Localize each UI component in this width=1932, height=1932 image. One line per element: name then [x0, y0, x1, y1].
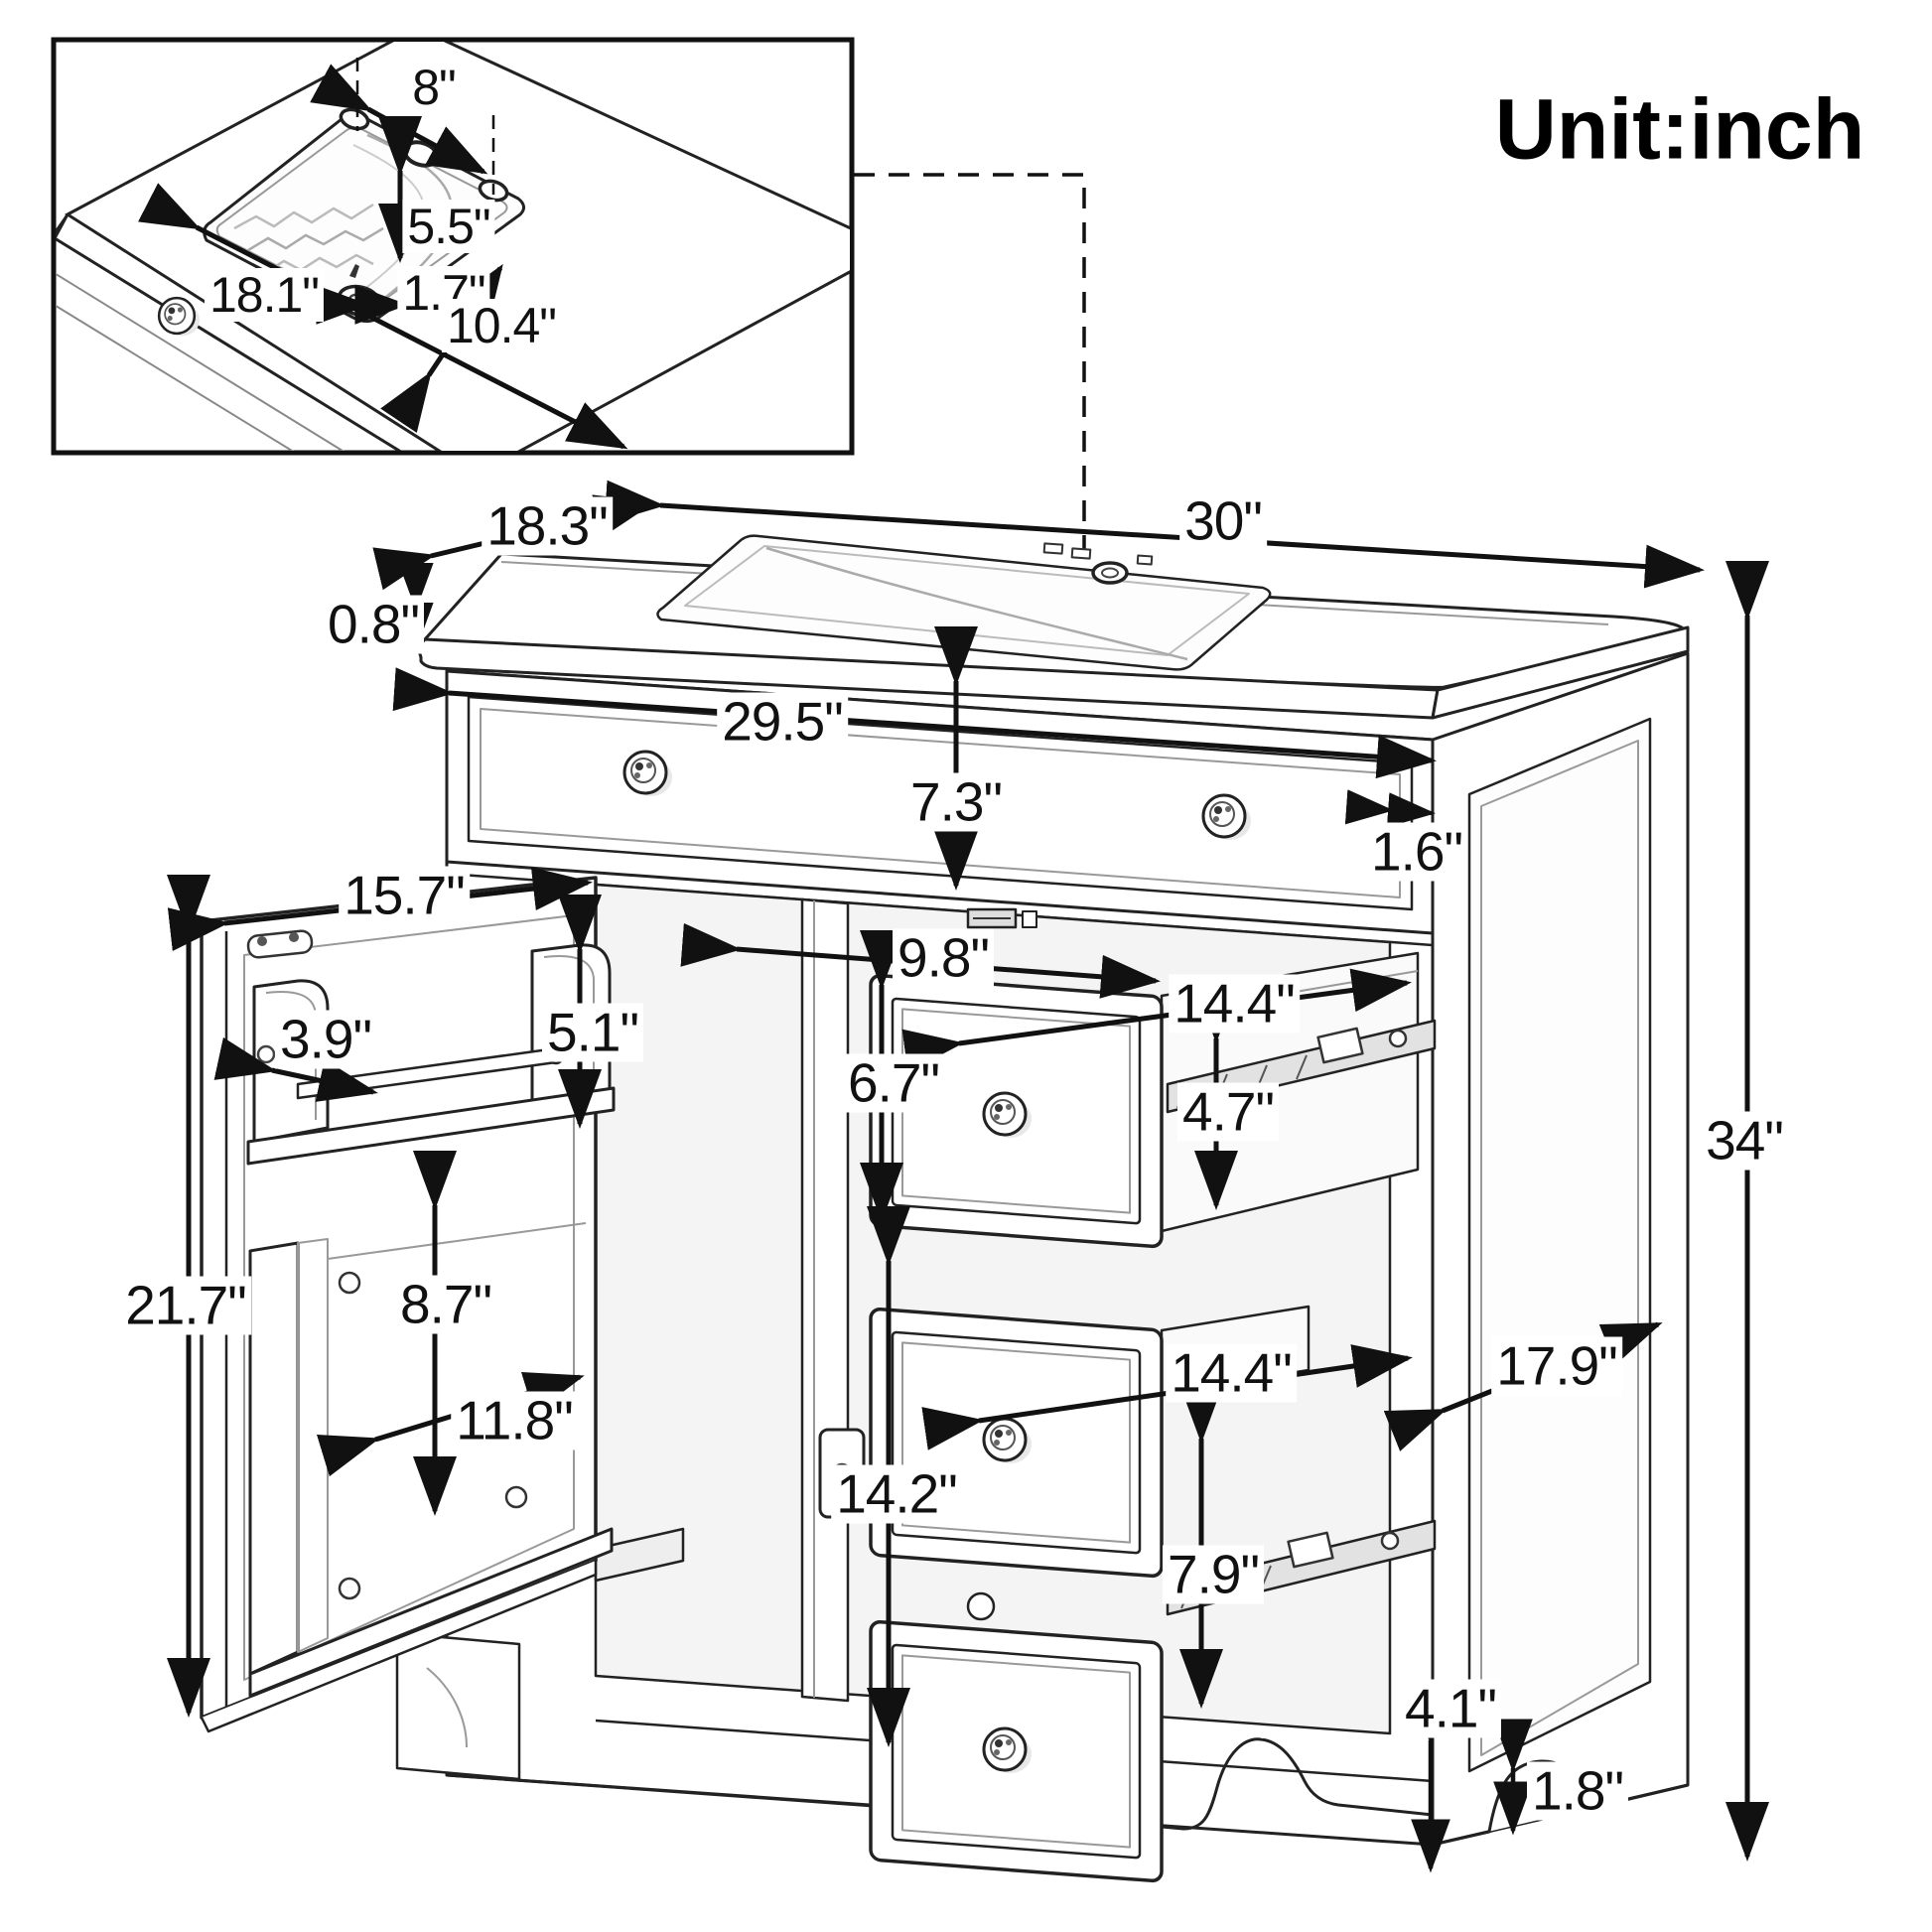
dim-drawer-depth-bottom: 14.4"	[1166, 1343, 1297, 1403]
dim-bowl-front-edge: 10.4"	[441, 299, 562, 352]
dim-door-width: 15.7"	[339, 866, 470, 925]
dim-lower-rack-width: 11.8"	[451, 1391, 578, 1450]
dim-counter-depth: 18.3"	[482, 496, 613, 556]
dim-door-height: 21.7"	[120, 1276, 251, 1335]
dim-counter-width: 30"	[1179, 491, 1267, 551]
dim-side-depth: 17.9"	[1491, 1336, 1622, 1396]
dim-drawer-depth-top: 14.4"	[1169, 974, 1300, 1034]
dim-faucet-hole-spacing: 8"	[407, 61, 461, 114]
dim-total-height: 34"	[1701, 1111, 1788, 1171]
unit-title: Unit:inch	[1494, 81, 1865, 178]
dim-arch-height: 1.8"	[1527, 1761, 1628, 1821]
dim-top-drawer-height: 7.3"	[905, 772, 1007, 832]
dim-bottom-drawer-height: 7.9"	[1163, 1545, 1264, 1604]
dim-lower-opening-height: 14.2"	[831, 1464, 962, 1524]
dim-base-height: 4.1"	[1400, 1679, 1501, 1738]
dim-bowl-width: 18.1"	[204, 268, 325, 322]
cabinet-drawing	[167, 480, 1769, 1883]
dim-cabinet-width: 29.5"	[717, 692, 848, 752]
dim-bowl-depth: 5.5"	[402, 200, 495, 253]
dim-door-rack-height: 5.1"	[542, 1003, 643, 1062]
dim-drawer-front-width: 9.8"	[893, 928, 994, 988]
dim-lower-rack-height: 8.7"	[395, 1275, 496, 1334]
inset-leader-line	[854, 173, 1086, 554]
dim-door-rack-depth: 3.9"	[275, 1010, 376, 1069]
dim-drawer-front-height: 6.7"	[843, 1053, 944, 1113]
dim-stile-width: 1.6"	[1366, 822, 1467, 882]
dim-drawer-box-height: 4.7"	[1177, 1082, 1279, 1142]
dim-counter-thickness: 0.8"	[323, 595, 424, 654]
